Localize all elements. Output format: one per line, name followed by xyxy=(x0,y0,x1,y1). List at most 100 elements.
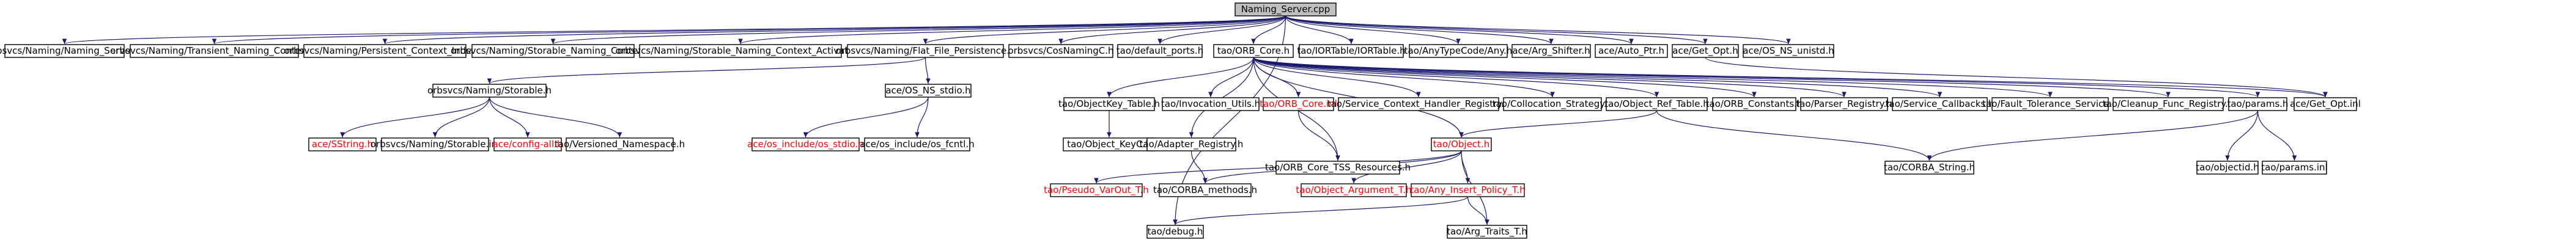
include-node[interactable]: tao/Collocation_Strategy.h xyxy=(1493,97,1613,111)
node-label: ace/Auto_Ptr.h xyxy=(1598,45,1664,57)
include-node[interactable]: orbsvcs/Naming/Transient_Naming_Context.… xyxy=(110,44,319,58)
node-box xyxy=(1234,2,1337,16)
include-node[interactable]: tao/default_ports.h xyxy=(1116,44,1203,58)
node-label: tao/ORB_Core.inl xyxy=(1260,98,1337,110)
include-node[interactable]: tao/ORB_Core_TSS_Resources.h xyxy=(1265,161,1411,175)
edge-n9-m11 xyxy=(1253,57,1943,98)
include-node[interactable]: ace/Get_Opt.inl xyxy=(2290,97,2361,111)
include-node[interactable]: tao/Invocation_Utils.h xyxy=(1161,97,1260,111)
root-node[interactable]: Naming_Server.cpp xyxy=(1234,2,1337,16)
include-node[interactable]: tao/AnyTypeCode/Any.h xyxy=(1404,44,1513,58)
node-box xyxy=(1159,183,1252,197)
include-node[interactable]: tao/Object_KeyC.h xyxy=(1063,137,1156,151)
node-box xyxy=(2196,161,2259,175)
include-node[interactable]: orbsvcs/CosNamingC.h xyxy=(1008,44,1114,58)
node-box xyxy=(1275,161,1400,175)
include-node[interactable]: orbsvcs/Naming/Storable_Naming_Context_A… xyxy=(616,44,866,58)
include-node[interactable]: tao/CORBA_String.h xyxy=(1884,161,1975,175)
include-node[interactable]: tao/Service_Callbacks.h xyxy=(1886,97,1995,111)
node-label: tao/ObjectKey_Table.h xyxy=(1058,98,1160,110)
node-box xyxy=(1146,225,1204,239)
node-label: tao/Object_KeyC.h xyxy=(1067,139,1151,150)
edge-s9-u3 xyxy=(1351,150,1462,184)
include-node[interactable]: tao/Object.h xyxy=(1431,137,1492,151)
edge-n9-m3 xyxy=(1107,57,1254,98)
include-node[interactable]: ace/os_include/os_fcntl.h xyxy=(860,137,975,151)
include-node[interactable]: tao/ObjectKey_Table.h xyxy=(1058,97,1160,111)
node-box xyxy=(2228,97,2287,111)
node-box xyxy=(1411,183,1525,197)
node-label: tao/debug.h xyxy=(1148,226,1203,237)
include-node[interactable]: orbsvcs/Naming/Storable.h xyxy=(427,84,552,98)
node-label: tao/params.h xyxy=(2227,98,2288,109)
edge-root-n5 xyxy=(738,15,1286,45)
edge-m1-s1 xyxy=(340,96,490,138)
include-node[interactable]: orbsvcs/Naming/Naming_Server.h xyxy=(0,44,142,58)
edge-m8-s10 xyxy=(1656,110,1932,161)
include-node[interactable]: orbsvcs/Naming/Storable_Naming_Context.h xyxy=(451,44,655,58)
node-label: tao/params.inl xyxy=(2261,162,2327,173)
node-label: tao/AnyTypeCode/Any.h xyxy=(1404,45,1513,56)
node-box xyxy=(1162,97,1260,111)
node-label: tao/Object.h xyxy=(1433,139,1489,150)
node-label: tao/Fault_Tolerance_Service.h xyxy=(1982,98,2118,110)
node-label: orbsvcs/Naming/Storable_Naming_Context_A… xyxy=(616,45,866,57)
node-box xyxy=(847,44,1004,58)
include-node[interactable]: ace/os_include/os_stdio.h xyxy=(747,137,864,151)
include-node[interactable]: tao/ORB_Core.inl xyxy=(1260,97,1337,111)
node-box xyxy=(2113,97,2224,111)
edge-root-n2 xyxy=(212,15,1286,45)
include-node[interactable]: tao/ORB_Core.h xyxy=(1213,44,1294,58)
include-node[interactable]: ace/Auto_Ptr.h xyxy=(1595,44,1668,58)
node-label: ace/Get_Opt.h xyxy=(1672,45,1738,57)
node-label: ace/Get_Opt.inl xyxy=(2290,98,2361,110)
include-node[interactable]: tao/objectid.h xyxy=(2196,161,2259,175)
edge-root-n11 xyxy=(1285,15,1461,45)
node-label: tao/Service_Callbacks.h xyxy=(1886,98,1995,110)
include-node[interactable]: orbsvcs/Naming/Flat_File_Persistence.h xyxy=(836,44,1016,58)
edge-m14-s12 xyxy=(2257,110,2297,161)
node-label: orbsvcs/Naming/Storable_Naming_Context.h xyxy=(451,45,655,57)
include-node[interactable]: ace/OS_NS_unistd.h xyxy=(1743,44,1834,58)
include-node[interactable]: ace/OS_NS_stdio.h xyxy=(885,84,972,98)
edge-n9-m4 xyxy=(1208,57,1254,98)
node-label: tao/Collocation_Strategy.h xyxy=(1493,98,1613,110)
include-node[interactable]: tao/Object_Argument_T.h xyxy=(1296,183,1412,197)
include-node[interactable]: tao/Object_Ref_Table.h xyxy=(1604,97,1709,111)
edge-s9-u4 xyxy=(1461,150,1471,184)
node-box xyxy=(1991,97,2109,111)
include-node[interactable]: tao/CORBA_methods.h xyxy=(1153,183,1257,197)
include-node[interactable]: ace/Arg_Shifter.h xyxy=(1511,44,1591,58)
include-node[interactable]: tao/params.inl xyxy=(2261,161,2328,175)
edge-n9-m10 xyxy=(1253,57,1847,98)
node-label: tao/objectid.h xyxy=(2196,162,2259,173)
include-node[interactable]: tao/ORB_Constants.h xyxy=(1706,97,1803,111)
include-node[interactable]: orbsvcs/Naming/Storable.inl xyxy=(371,137,500,151)
include-node[interactable]: tao/Fault_Tolerance_Service.h xyxy=(1982,97,2118,111)
include-node[interactable]: tao/params.h xyxy=(2227,97,2289,111)
include-node[interactable]: tao/Any_Insert_Policy_T.h xyxy=(1410,183,1526,197)
include-node[interactable]: tao/debug.h xyxy=(1146,225,1204,239)
node-box xyxy=(1213,44,1294,58)
include-node[interactable]: tao/Arg_Traits_T.h xyxy=(1447,225,1527,239)
include-node[interactable]: tao/IORTable/IORTable.h xyxy=(1297,44,1406,58)
node-box xyxy=(1503,97,1602,111)
node-box xyxy=(1672,44,1739,58)
include-node[interactable]: ace/SString.h xyxy=(308,137,377,151)
edge-n9-m12 xyxy=(1253,57,2053,98)
node-box xyxy=(1431,137,1492,151)
node-box xyxy=(2294,97,2357,111)
include-node[interactable]: ace/Get_Opt.h xyxy=(1672,44,1739,58)
include-node[interactable]: tao/Adapter_Registry.h xyxy=(1140,137,1244,151)
include-node[interactable]: ace/config-all.h xyxy=(493,137,563,151)
edge-root-n6 xyxy=(923,15,1286,45)
node-label: tao/Pseudo_VarOut_T.h xyxy=(1044,184,1149,196)
include-node[interactable]: tao/Cleanup_Func_Registry.h xyxy=(2103,97,2234,111)
include-node[interactable]: tao/Pseudo_VarOut_T.h xyxy=(1044,183,1149,197)
include-node[interactable]: orbsvcs/Naming/Persistent_Context_Index.… xyxy=(284,44,485,58)
node-box xyxy=(381,137,489,151)
node-box xyxy=(1595,44,1668,58)
include-node[interactable]: tao/Parser_Registry.h xyxy=(1796,97,1892,111)
include-node[interactable]: tao/Versioned_Namespace.h xyxy=(555,137,685,151)
include-node[interactable]: tao/Service_Context_Handler_Registry.h xyxy=(1327,97,1510,111)
